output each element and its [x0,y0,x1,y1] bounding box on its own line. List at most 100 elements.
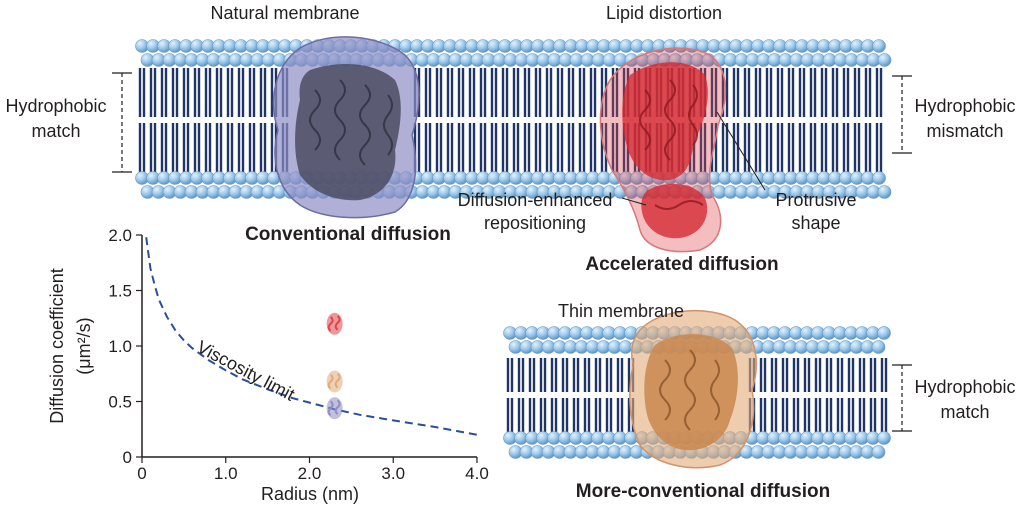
conventional-diffusion-caption: Conventional diffusion [245,224,451,245]
thin-membrane-lipid-tails [506,358,888,432]
data-points [326,312,343,420]
x-tick-label: 3.0 [381,464,405,483]
lipid-tail [589,68,597,172]
lipid-head [877,326,891,340]
top-membrane [135,39,892,199]
lipid-tail [160,68,168,172]
lipid-tail [803,358,811,432]
lipid-tail [237,68,245,172]
lipid-tail [869,358,877,432]
lipid-tail [594,358,602,432]
viscosity-limit-curve [145,237,478,436]
y-axis-label-2: (μm²/s) [74,317,94,374]
lipid-tail [759,358,767,432]
x-tick-label: 4.0 [465,464,489,483]
lipid-head [872,39,886,53]
lipid-tail [616,358,624,432]
diffusion-chart: 0 1.0 2.0 3.0 4.0 0 0.5 1.0 1.5 2.0 Viscosity li… [47,226,489,504]
lipid-head [877,431,891,445]
lipid-tail [501,68,509,172]
y-tick-label: 1.0 [108,337,132,356]
lipid-tail [435,68,443,172]
lipid-tail [138,68,146,172]
x-tick-label: 2.0 [298,464,322,483]
lipid-tail [490,68,498,172]
lipid-distortion-label: Lipid distortion [606,3,722,23]
lipid-tail [611,68,619,172]
leader-lines [621,111,766,206]
lipid-tail [825,358,833,432]
lipid-tail [578,68,586,172]
y-axis-ticks: 0 0.5 1.0 1.5 2.0 [108,226,142,467]
lipid-tail [710,68,718,172]
top-membrane-lipid-tails [138,68,883,172]
lipid-head [871,445,886,459]
lipid-tail [858,358,866,432]
lipid-tail [754,68,762,172]
lipid-tail [605,358,613,432]
more-conventional-diffusion-caption: More-conventional diffusion [576,481,830,502]
data-point [326,397,343,420]
lipid-tail [880,358,888,432]
lipid-tail [512,68,520,172]
lipid-tail [831,68,839,172]
x-axis-label: Radius (nm) [261,484,359,504]
lipid-tail [792,358,800,432]
right-hydrophobic-label-2: mismatch [926,121,1003,141]
data-point [326,370,343,393]
lipid-tail [864,68,872,172]
lipid-tail [193,68,201,172]
y-tick-label: 1.5 [108,282,132,301]
lipid-tail [534,68,542,172]
lipid-tail [517,358,525,432]
lipid-tail [171,68,179,172]
right-hydrophobic-label-1: Hydrophobic [914,96,1015,116]
lipid-tail [479,68,487,172]
lipid-head [877,53,892,67]
lipid-tail [583,358,591,432]
thin-membrane-title: Thin membrane [558,301,684,321]
lipid-tail [457,68,465,172]
lipid-tail [853,68,861,172]
lipid-tail [732,68,740,172]
y-tick-label: 2.0 [108,226,132,245]
y-tick-label: 0 [123,448,132,467]
natural-membrane-label: Natural membrane [210,3,359,23]
thin-hydrophobic-label-1: Hydrophobic [914,377,1015,397]
x-tick-label: 0 [137,464,146,483]
lipid-tail [787,68,795,172]
lipid-tail [259,68,267,172]
lipid-tail [770,358,778,432]
accelerated-diffusion-caption: Accelerated diffusion [585,254,778,275]
lipid-tail [721,68,729,172]
lipid-tail [600,68,608,172]
lipid-head [871,340,886,354]
protrusive-label-1: Protrusive [775,190,856,210]
lipid-head [877,185,892,199]
left-hydrophobic-label-2: match [31,121,80,141]
lipid-tail [567,68,575,172]
lipid-tail [556,68,564,172]
repositioning-label-1: Diffusion-enhanced [458,190,613,210]
right-hydrophobic-bracket [892,75,912,154]
data-point [326,312,343,335]
viscosity-limit-label: Viscosity limit [194,337,298,405]
accelerated-protein [599,47,727,253]
lipid-tail [204,68,212,172]
lipid-tail [550,358,558,432]
lipid-tail [776,68,784,172]
lipid-tail [798,68,806,172]
lipid-tail [424,68,432,172]
y-tick-label: 0.5 [108,393,132,412]
lipid-tail [215,68,223,172]
thin-hydrophobic-bracket [892,364,912,432]
lipid-tail [814,358,822,432]
lipid-tail [528,358,536,432]
thin-hydrophobic-label-2: match [940,402,989,422]
lipid-tail [506,358,514,432]
lipid-tail [820,68,828,172]
thin-membrane-protein [629,310,757,469]
lipid-tail [248,68,256,172]
